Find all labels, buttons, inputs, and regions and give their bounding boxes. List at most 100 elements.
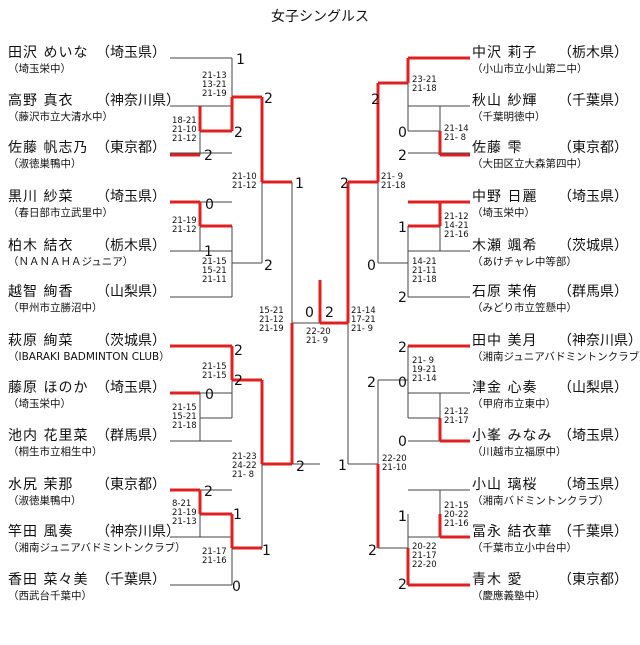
player-prefecture: （茨城県）: [558, 238, 628, 254]
player-school: （淑徳巣鴨中）: [8, 158, 82, 170]
player-prefecture: （埼玉県）: [96, 380, 166, 396]
player-school: （埼玉栄中）: [8, 63, 71, 75]
match-score: 14-21 21-11 21-18: [412, 257, 437, 285]
player-prefecture: （神奈川県）: [558, 333, 640, 349]
player-name: 中野 日麗: [472, 189, 538, 205]
player-prefecture: （群馬県）: [558, 284, 628, 300]
player-name: 池内 花里菜: [8, 428, 89, 444]
player-prefecture: （千葉県）: [96, 572, 166, 588]
game-score: 2: [371, 92, 380, 108]
player-school: （大田区立大森第四中）: [472, 158, 588, 170]
player-prefecture: （千葉県）: [558, 93, 628, 109]
game-score: 0: [398, 434, 407, 450]
player-name: 小山 璃桜: [472, 477, 538, 493]
game-score: 0: [305, 305, 314, 321]
player-prefecture: （東京都）: [558, 572, 628, 588]
match-score: 22-20 21- 9: [306, 327, 331, 346]
player-name: 木瀬 颯希: [472, 238, 538, 254]
player-prefecture: （埼玉県）: [96, 45, 166, 61]
player-school: （埼玉栄中）: [8, 398, 71, 410]
game-score: 1: [398, 509, 407, 525]
player-prefecture: （神奈川県）: [96, 524, 180, 540]
player-prefecture: （栃木県）: [96, 238, 166, 254]
page-title: 女子シングルス: [271, 9, 369, 25]
player-school: （川越市立福原中）: [472, 446, 567, 458]
match-score: 21-12 21-17: [444, 407, 469, 426]
game-score: 2: [234, 373, 243, 389]
game-score: 2: [264, 91, 273, 107]
player-school: （慶應義塾中）: [472, 590, 546, 602]
match-score: 21-15 20-22 21-16: [444, 501, 469, 529]
player-school: （みどり市立笠懸中）: [472, 302, 577, 314]
player-name: 秋山 紗輝: [472, 93, 538, 109]
match-score: 15-21 21-12 21-19: [259, 306, 284, 334]
game-score: 2: [340, 176, 349, 192]
player-school: （春日部市立武里中）: [8, 207, 113, 219]
match-score: 21-13 13-21 21-19: [202, 71, 227, 99]
game-score: 0: [398, 375, 407, 391]
game-score: 2: [296, 459, 305, 475]
player-name: 柏木 結衣: [8, 238, 74, 254]
game-score: 0: [398, 125, 407, 141]
match-score: 18-21 21-10 21-12: [172, 116, 197, 144]
player-school: （小山市立小山第二中）: [472, 63, 588, 75]
game-score: 1: [338, 458, 347, 474]
match-score: 22-20 21-10: [382, 454, 407, 473]
match-score: 20-22 21-17 22-20: [412, 542, 437, 570]
player-name: 中沢 莉子: [472, 45, 538, 61]
player-school: （IBARAKI BADMINTON CLUB）: [8, 351, 170, 363]
match-score: 8-21 21-19 21-13: [172, 499, 197, 527]
player-school: （あけチャレ中等部）: [472, 256, 577, 268]
player-prefecture: （山梨県）: [558, 380, 628, 396]
player-name: 水尻 茉那: [8, 477, 74, 493]
game-score: 0: [205, 387, 214, 403]
match-score: 21-15 15-21 21-11: [202, 257, 227, 285]
player-name: 田沢 めいな: [8, 45, 89, 61]
game-score: 1: [262, 543, 271, 559]
match-score: 23-21 21-18: [412, 75, 437, 94]
player-name: 佐藤 帆志乃: [8, 140, 89, 156]
player-school: （湘南ジュニアバドミントンクラブ）: [8, 542, 186, 554]
player-prefecture: （埼玉県）: [558, 189, 628, 205]
game-score: 1: [236, 52, 245, 68]
player-school: （千葉市立小中台中）: [472, 542, 577, 554]
player-name: 竿田 風奏: [8, 524, 74, 540]
player-prefecture: （埼玉県）: [558, 477, 628, 493]
game-score: 2: [398, 577, 407, 593]
player-name: 青木 愛: [472, 572, 523, 588]
player-prefecture: （山梨県）: [96, 284, 166, 300]
game-score: 0: [205, 197, 214, 213]
player-school: （甲州市立勝沼中）: [8, 302, 103, 314]
player-name: 小峯 みなみ: [472, 428, 553, 444]
player-school: （桐生市立相生中）: [8, 446, 103, 458]
player-prefecture: （千葉県）: [558, 524, 628, 540]
game-score: 2: [367, 375, 376, 391]
match-score: 21- 9 21-18: [381, 172, 406, 191]
player-school: （千葉明徳中）: [472, 111, 546, 123]
player-prefecture: （茨城県）: [96, 333, 166, 349]
game-score: 1: [295, 176, 304, 192]
player-school: （湘南バドミントンクラブ）: [472, 495, 609, 507]
player-prefecture: （埼玉県）: [558, 428, 628, 444]
player-name: 津金 心奏: [472, 380, 538, 396]
game-score: 2: [264, 258, 273, 274]
game-score: 1: [204, 244, 213, 260]
game-score: 2: [234, 343, 243, 359]
player-name: 黒川 紗菜: [8, 189, 74, 205]
game-score: 1: [398, 220, 407, 236]
game-score: 2: [398, 290, 407, 306]
player-school: （藤沢市立大清水中）: [8, 111, 113, 123]
player-name: 佐藤 雫: [472, 140, 523, 156]
player-prefecture: （神奈川県）: [96, 93, 180, 109]
game-score: 0: [232, 579, 241, 595]
player-name: 萩原 絢菜: [8, 333, 74, 349]
game-score: 2: [204, 484, 213, 500]
player-name: 藤原 ほのか: [8, 380, 89, 396]
player-prefecture: （群馬県）: [96, 428, 166, 444]
player-school: （湘南ジュニアバドミントンクラブ）: [472, 351, 640, 363]
player-name: 越智 絢香: [8, 284, 74, 300]
game-score: 0: [367, 258, 376, 274]
match-score: 21-17 21-16: [202, 547, 227, 566]
